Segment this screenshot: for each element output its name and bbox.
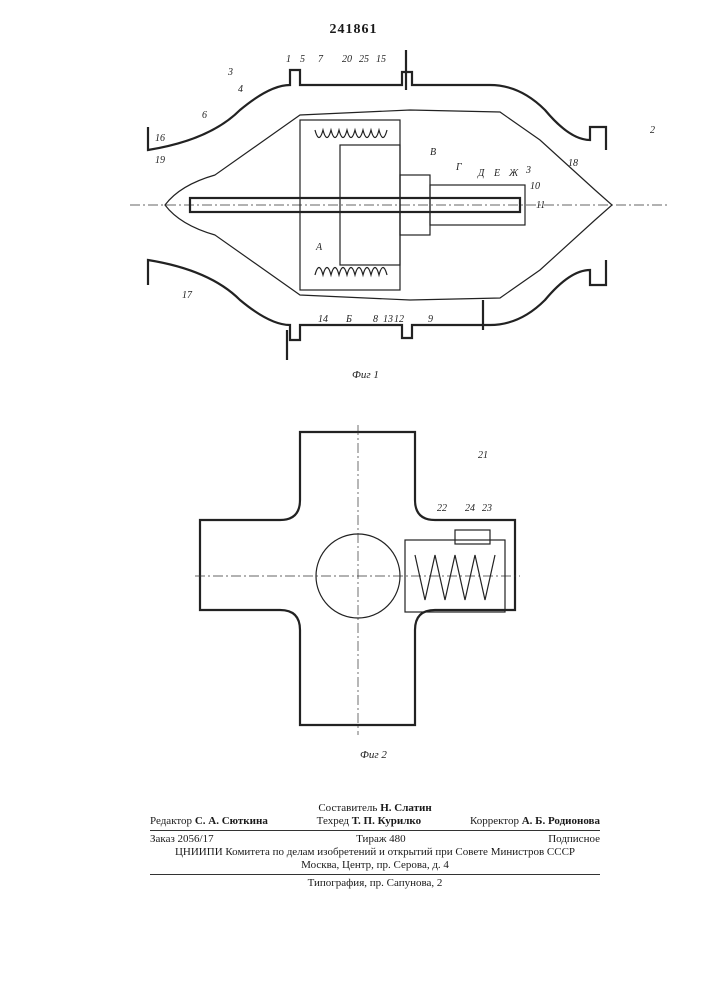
label: 6: [202, 110, 207, 121]
label: 16: [155, 133, 165, 144]
label: 19: [155, 155, 165, 166]
label: Г: [455, 162, 462, 173]
compiler-role: Составитель: [318, 802, 377, 814]
label: 11: [536, 200, 545, 211]
cross-body-drawing: [195, 425, 520, 735]
label: В: [430, 147, 436, 158]
figure-1-drawing: 1 5 7 20 25 15 3 4 6 16 19 2 18 В Г Д Е …: [0, 0, 707, 800]
circulation: Тираж 480: [356, 833, 406, 846]
label: Д: [477, 168, 485, 179]
label: 14: [318, 314, 328, 325]
label: 8: [373, 314, 378, 325]
label: 13: [383, 314, 393, 325]
subscription: Подписное: [548, 833, 600, 846]
printing-house: Типография, пр. Сапунова, 2: [150, 877, 600, 890]
label: 17: [182, 290, 193, 301]
label: А: [315, 242, 323, 253]
editor-role: Редактор: [150, 815, 192, 827]
label: 7: [318, 54, 324, 65]
address: Москва, Центр, пр. Серова, д. 4: [150, 859, 600, 872]
corrector-role: Корректор: [470, 815, 519, 827]
label: 2: [650, 125, 655, 136]
imprint-block: Составитель Н. Слатин Редактор С. А. Сют…: [150, 802, 600, 890]
label: 3: [525, 165, 531, 176]
label: 10: [530, 181, 540, 192]
order-number: Заказ 2056/17: [150, 833, 214, 846]
corrector-name: А. Б. Родионова: [522, 815, 600, 827]
figure-1-labels: 1 5 7 20 25 15 3 4 6 16 19 2 18 В Г Д Е …: [155, 54, 655, 381]
label: 15: [376, 54, 386, 65]
label: 3: [227, 67, 233, 78]
label: 21: [478, 450, 488, 461]
label: Ж: [508, 168, 519, 179]
figure-2-labels: 21 22 24 23 Фиг 2: [360, 450, 492, 761]
figure-2-caption: Фиг 2: [360, 749, 387, 761]
label: Б: [345, 314, 352, 325]
figure-1-caption: Фиг 1: [352, 369, 379, 381]
label: 20: [342, 54, 352, 65]
label: 9: [428, 314, 433, 325]
label: 22: [437, 503, 447, 514]
techred-role: Техред: [317, 815, 349, 827]
compiler-name: Н. Слатин: [380, 802, 431, 814]
label: 23: [482, 503, 492, 514]
label: 18: [568, 158, 578, 169]
label: 24: [465, 503, 475, 514]
editor-name: С. А. Сюткина: [195, 815, 268, 827]
label: Е: [493, 168, 500, 179]
label: 5: [300, 54, 305, 65]
techred-name: Т. П. Курилко: [352, 815, 421, 827]
label: 25: [359, 54, 369, 65]
label: 12: [394, 314, 404, 325]
label: 4: [238, 84, 243, 95]
label: 1: [286, 54, 291, 65]
organization: ЦНИИПИ Комитета по делам изобретений и о…: [150, 846, 600, 859]
